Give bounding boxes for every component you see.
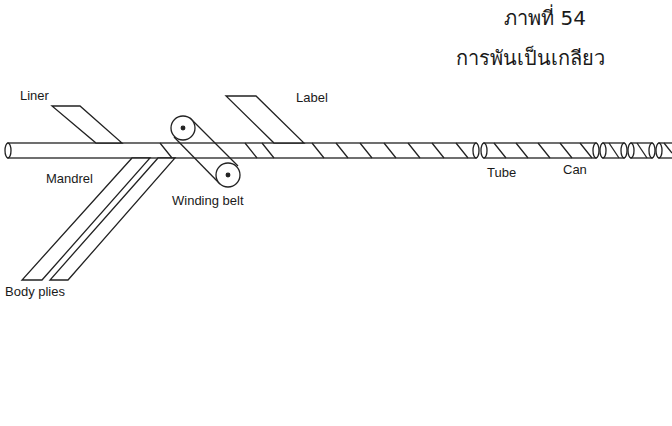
liner-strip [52, 106, 122, 143]
part-label: Body plies [5, 284, 65, 300]
can-end [656, 143, 662, 158]
tube-end [593, 143, 599, 158]
figure-number: ภาพที่ 54 [504, 6, 586, 30]
winding-belt-line [174, 137, 220, 184]
part-label: Liner [20, 88, 49, 104]
part-label: Label [296, 90, 328, 106]
label-strip [226, 96, 304, 143]
pulley-axle [181, 126, 185, 130]
tube-body [484, 143, 596, 158]
mandrel-end [473, 143, 479, 158]
part-label: Tube [487, 165, 516, 181]
belt-pulley [216, 163, 240, 187]
pulley-axle [226, 173, 230, 177]
part-label: Mandrel [46, 171, 93, 187]
body-ply-strip [22, 158, 150, 280]
tube-seams [494, 143, 592, 158]
mandrel-end [5, 143, 11, 158]
can-end [628, 143, 634, 158]
can-end [621, 143, 627, 158]
winding-belt-line [190, 118, 238, 166]
spiral-seams [160, 143, 468, 158]
part-label: Winding belt [172, 193, 244, 209]
mandrel-rod [8, 143, 476, 158]
can-seam [664, 143, 672, 153]
figure-caption: การพันเป็นเกลียว [456, 46, 605, 70]
belt-pulley [171, 116, 195, 140]
can-end [600, 143, 606, 158]
can-seam [609, 143, 619, 158]
can-seam [637, 143, 647, 158]
can-end [649, 143, 655, 158]
part-label: Can [563, 162, 587, 178]
tube-end [481, 143, 487, 158]
